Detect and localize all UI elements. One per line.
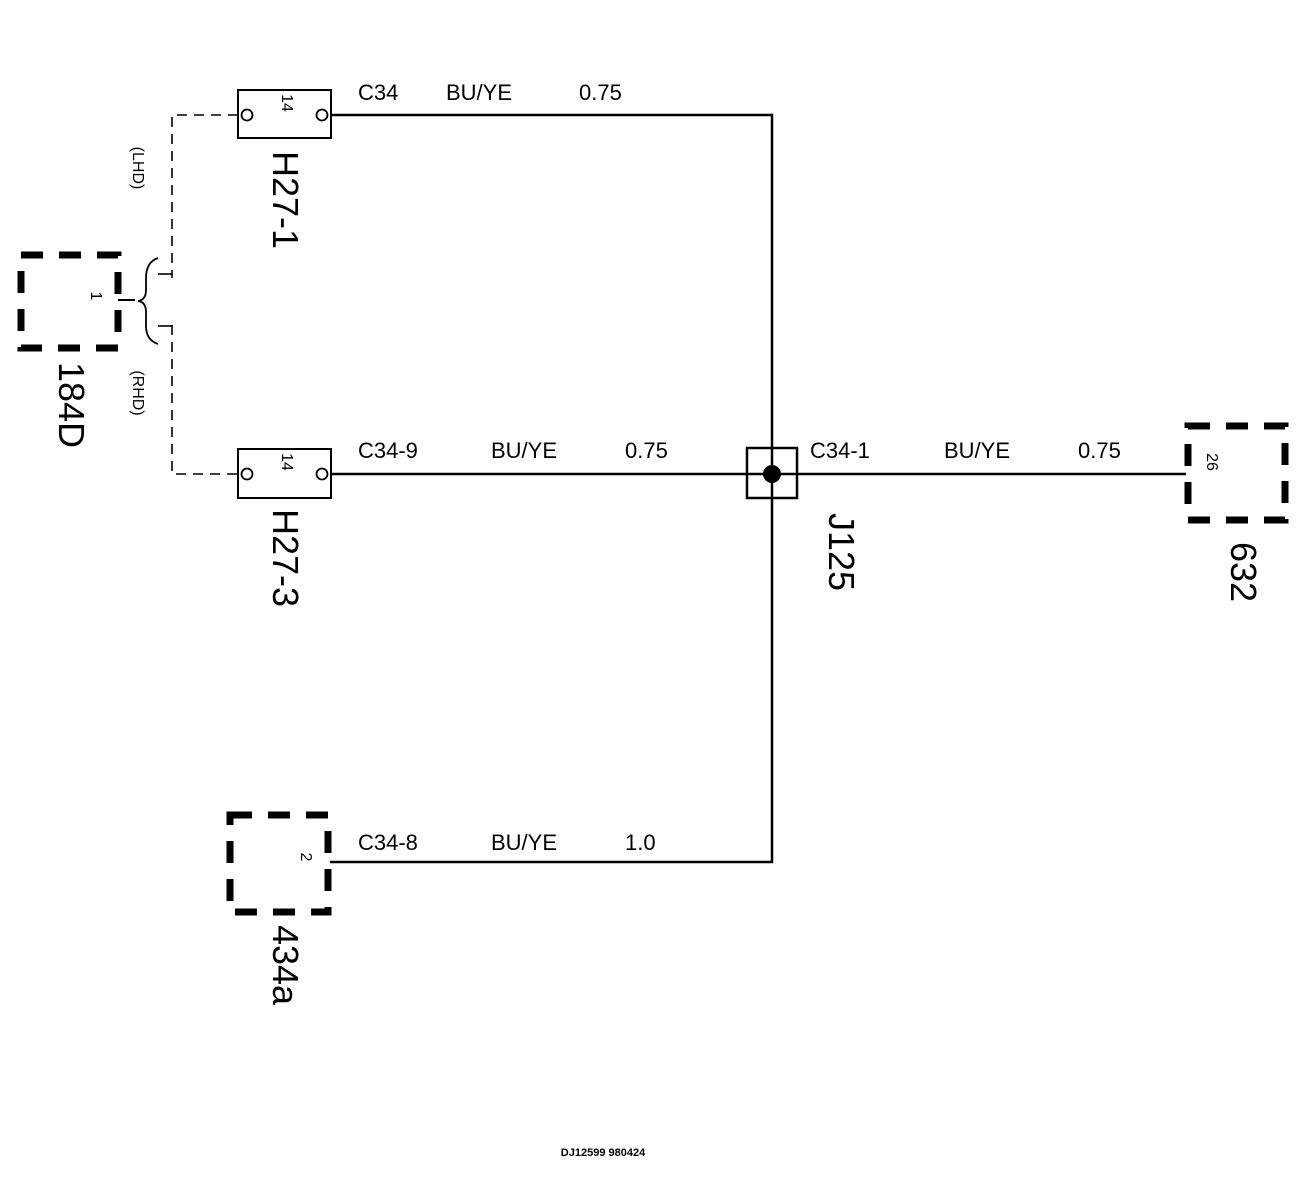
wire-label-mid-right: C34-1 BU/YE 0.75 <box>810 438 1121 463</box>
wire-color: BU/YE <box>491 830 557 855</box>
variant-dashed-lines <box>118 114 238 475</box>
component-184d-box <box>17 251 122 352</box>
drawing-reference-code: DJ12599 980424 <box>561 1147 646 1159</box>
component-434a-name: 434a <box>265 925 306 1006</box>
wire-color: BU/YE <box>944 438 1010 463</box>
pin-socket-icon <box>240 108 254 122</box>
component-184d: 1 184D <box>17 251 122 448</box>
wire-label-top: C34 BU/YE 0.75 <box>358 80 622 105</box>
component-184d-pin: 1 <box>87 292 104 301</box>
connector-h27-1-name: H27-1 <box>265 151 306 249</box>
connector-h27-3: 14 H27-3 <box>237 448 332 607</box>
connector-h27-3-name: H27-3 <box>265 509 306 607</box>
wire-c34-trunk <box>330 113 774 864</box>
connector-h27-1-body <box>237 89 332 139</box>
lhd-label: (LHD) <box>129 147 146 190</box>
connector-h27-1-pin: 14 <box>278 94 295 112</box>
wire-label-bottom: C34-8 BU/YE 1.0 <box>358 830 656 855</box>
splice-dot-icon <box>763 465 781 483</box>
wire-size: 0.75 <box>579 80 622 105</box>
component-434a: 2 434a <box>226 811 332 1006</box>
connector-h27-3-body <box>237 448 332 499</box>
wire-circuit: C34-9 <box>358 438 418 463</box>
component-434a-box <box>226 811 332 916</box>
splice-j125: J125 <box>745 446 862 591</box>
rhd-label: (RHD) <box>129 370 146 415</box>
component-434a-pin: 2 <box>297 853 314 862</box>
wire-circuit: C34-1 <box>810 438 870 463</box>
wire-size: 1.0 <box>625 830 656 855</box>
pin-socket-icon <box>240 467 254 481</box>
variant-brace <box>137 257 159 345</box>
wire-color: BU/YE <box>446 80 512 105</box>
wire-size: 0.75 <box>625 438 668 463</box>
wire-color: BU/YE <box>491 438 557 463</box>
connector-h27-3-pin: 14 <box>278 453 295 471</box>
connector-h27-1: 14 H27-1 <box>237 89 332 249</box>
component-632-box <box>1184 422 1289 524</box>
component-184d-name: 184D <box>51 362 92 448</box>
splice-j125-name: J125 <box>821 513 862 591</box>
pin-socket-icon <box>315 108 329 122</box>
component-632: 26 632 <box>1184 422 1289 602</box>
pin-socket-icon <box>315 467 329 481</box>
wire-size: 0.75 <box>1078 438 1121 463</box>
component-632-pin: 26 <box>1203 453 1220 471</box>
wire-label-mid-left: C34-9 BU/YE 0.75 <box>358 438 668 463</box>
wire-circuit: C34 <box>358 80 398 105</box>
wire-circuit: C34-8 <box>358 830 418 855</box>
lhd-dashed-line <box>171 114 238 278</box>
component-632-name: 632 <box>1223 542 1264 602</box>
rhd-dashed-line <box>171 325 238 475</box>
